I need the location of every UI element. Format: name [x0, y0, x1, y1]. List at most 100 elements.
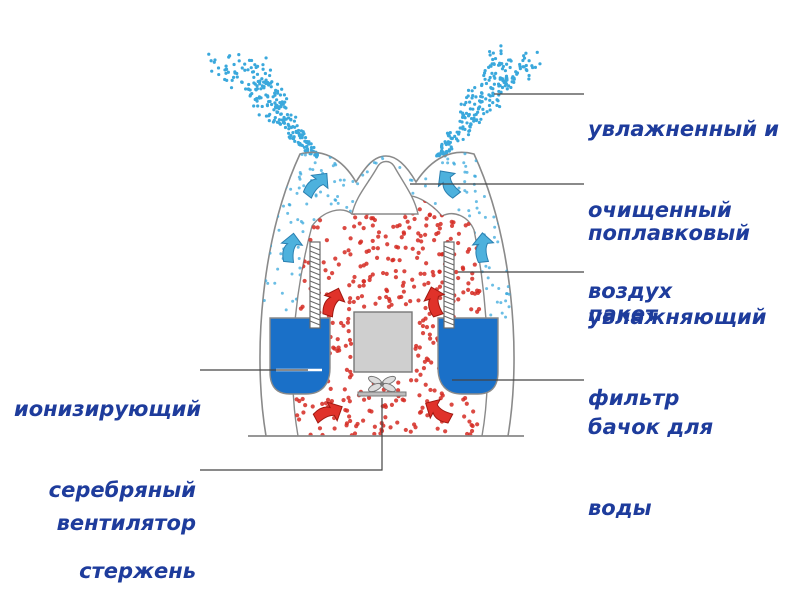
label-line: очищенный — [588, 198, 732, 222]
label-humidifying-filter: увлажняющий фильтр — [588, 250, 766, 439]
mist-dot — [398, 165, 402, 169]
mist-dot — [457, 186, 461, 190]
mist-dot — [425, 153, 429, 157]
air-dot — [324, 238, 329, 243]
air-dot — [362, 304, 367, 309]
mist-dot — [270, 161, 274, 165]
air-dot — [422, 282, 427, 287]
mist-dot — [423, 184, 427, 188]
mist-dot — [504, 299, 508, 303]
mist-dot — [452, 161, 456, 165]
air-dot — [386, 304, 392, 309]
mist-dot — [356, 182, 360, 186]
mist-dot — [498, 104, 502, 109]
mist-dot — [493, 225, 497, 229]
mist-dot — [502, 153, 506, 157]
air-dot — [456, 231, 462, 236]
mist-dot — [464, 164, 468, 168]
water-tank — [269, 317, 331, 395]
air-dot — [420, 331, 426, 336]
curved-flow-arrow-icon — [425, 398, 454, 424]
air-dot — [364, 215, 369, 220]
mist-dot — [501, 213, 505, 217]
mist-dot — [229, 86, 234, 90]
mist-dot — [309, 142, 313, 146]
air-dot — [424, 223, 429, 228]
humidifying-filter-left — [309, 241, 321, 329]
mist-dot — [329, 202, 333, 206]
air-dot — [401, 289, 406, 294]
mist-dot — [496, 240, 500, 244]
mist-dot — [284, 308, 288, 312]
air-dot — [424, 216, 429, 221]
air-dot — [469, 428, 475, 434]
mist-dot — [261, 67, 265, 71]
air-dot — [325, 397, 331, 402]
air-dot — [456, 275, 461, 281]
air-dot — [298, 206, 303, 212]
mist-dot — [268, 68, 273, 72]
air-dot — [346, 329, 351, 334]
mist-dot — [465, 95, 469, 100]
air-dot — [306, 213, 311, 218]
mist-dot — [497, 287, 501, 291]
mist-dot — [441, 161, 445, 165]
mist-dot — [266, 82, 270, 86]
air-dot — [449, 219, 454, 225]
filter-hatch — [309, 275, 321, 281]
air-dot — [348, 236, 353, 241]
air-dot — [383, 234, 388, 239]
air-dot — [346, 248, 351, 253]
mist-dot — [342, 183, 346, 187]
air-dot — [401, 398, 407, 403]
mist-dot — [281, 204, 285, 208]
mist-dot — [460, 115, 465, 120]
filter-hatch — [309, 265, 321, 271]
mist-dot — [275, 110, 279, 114]
mist-dot — [279, 252, 283, 256]
mist-dot — [274, 88, 278, 93]
mist-dot — [491, 87, 495, 91]
air-dot — [380, 270, 386, 276]
mist-dot — [477, 120, 481, 125]
mist-dot — [285, 112, 290, 117]
mist-dot — [471, 107, 475, 111]
air-dot — [460, 208, 465, 213]
mist-dot — [453, 134, 457, 138]
mist-dot — [512, 76, 516, 80]
mist-dot — [469, 116, 474, 121]
air-dot — [423, 305, 428, 311]
air-dot — [326, 275, 331, 281]
mist-dot — [282, 93, 286, 97]
mist-dot — [367, 155, 371, 159]
air-dot — [357, 284, 362, 289]
air-dot — [298, 306, 303, 311]
mist-dot — [277, 106, 281, 111]
mist-dot — [259, 87, 263, 91]
mist-dot — [500, 311, 504, 315]
mist-dot — [281, 120, 285, 125]
mist-dot — [272, 108, 276, 112]
mist-dot — [275, 103, 279, 108]
float-packet — [351, 160, 419, 215]
air-dot — [348, 369, 353, 374]
mist-dot — [307, 142, 311, 146]
air-dot — [465, 431, 470, 436]
mist-dot — [273, 172, 277, 176]
mist-dot — [411, 191, 415, 195]
mist-dot — [480, 100, 484, 104]
mist-dot — [446, 161, 450, 165]
mist-dot — [503, 84, 507, 88]
mist-dot — [515, 71, 519, 75]
mist-dot — [470, 89, 474, 93]
air-dot — [370, 223, 375, 228]
filter-hatch — [309, 295, 321, 301]
mist-dot — [265, 103, 269, 107]
air-dot — [374, 255, 380, 260]
air-dot — [437, 284, 443, 289]
mist-dot — [527, 59, 531, 63]
air-dot — [437, 226, 442, 231]
air-dot — [421, 366, 427, 371]
mist-dot — [506, 285, 510, 289]
mist-dot — [457, 132, 461, 136]
